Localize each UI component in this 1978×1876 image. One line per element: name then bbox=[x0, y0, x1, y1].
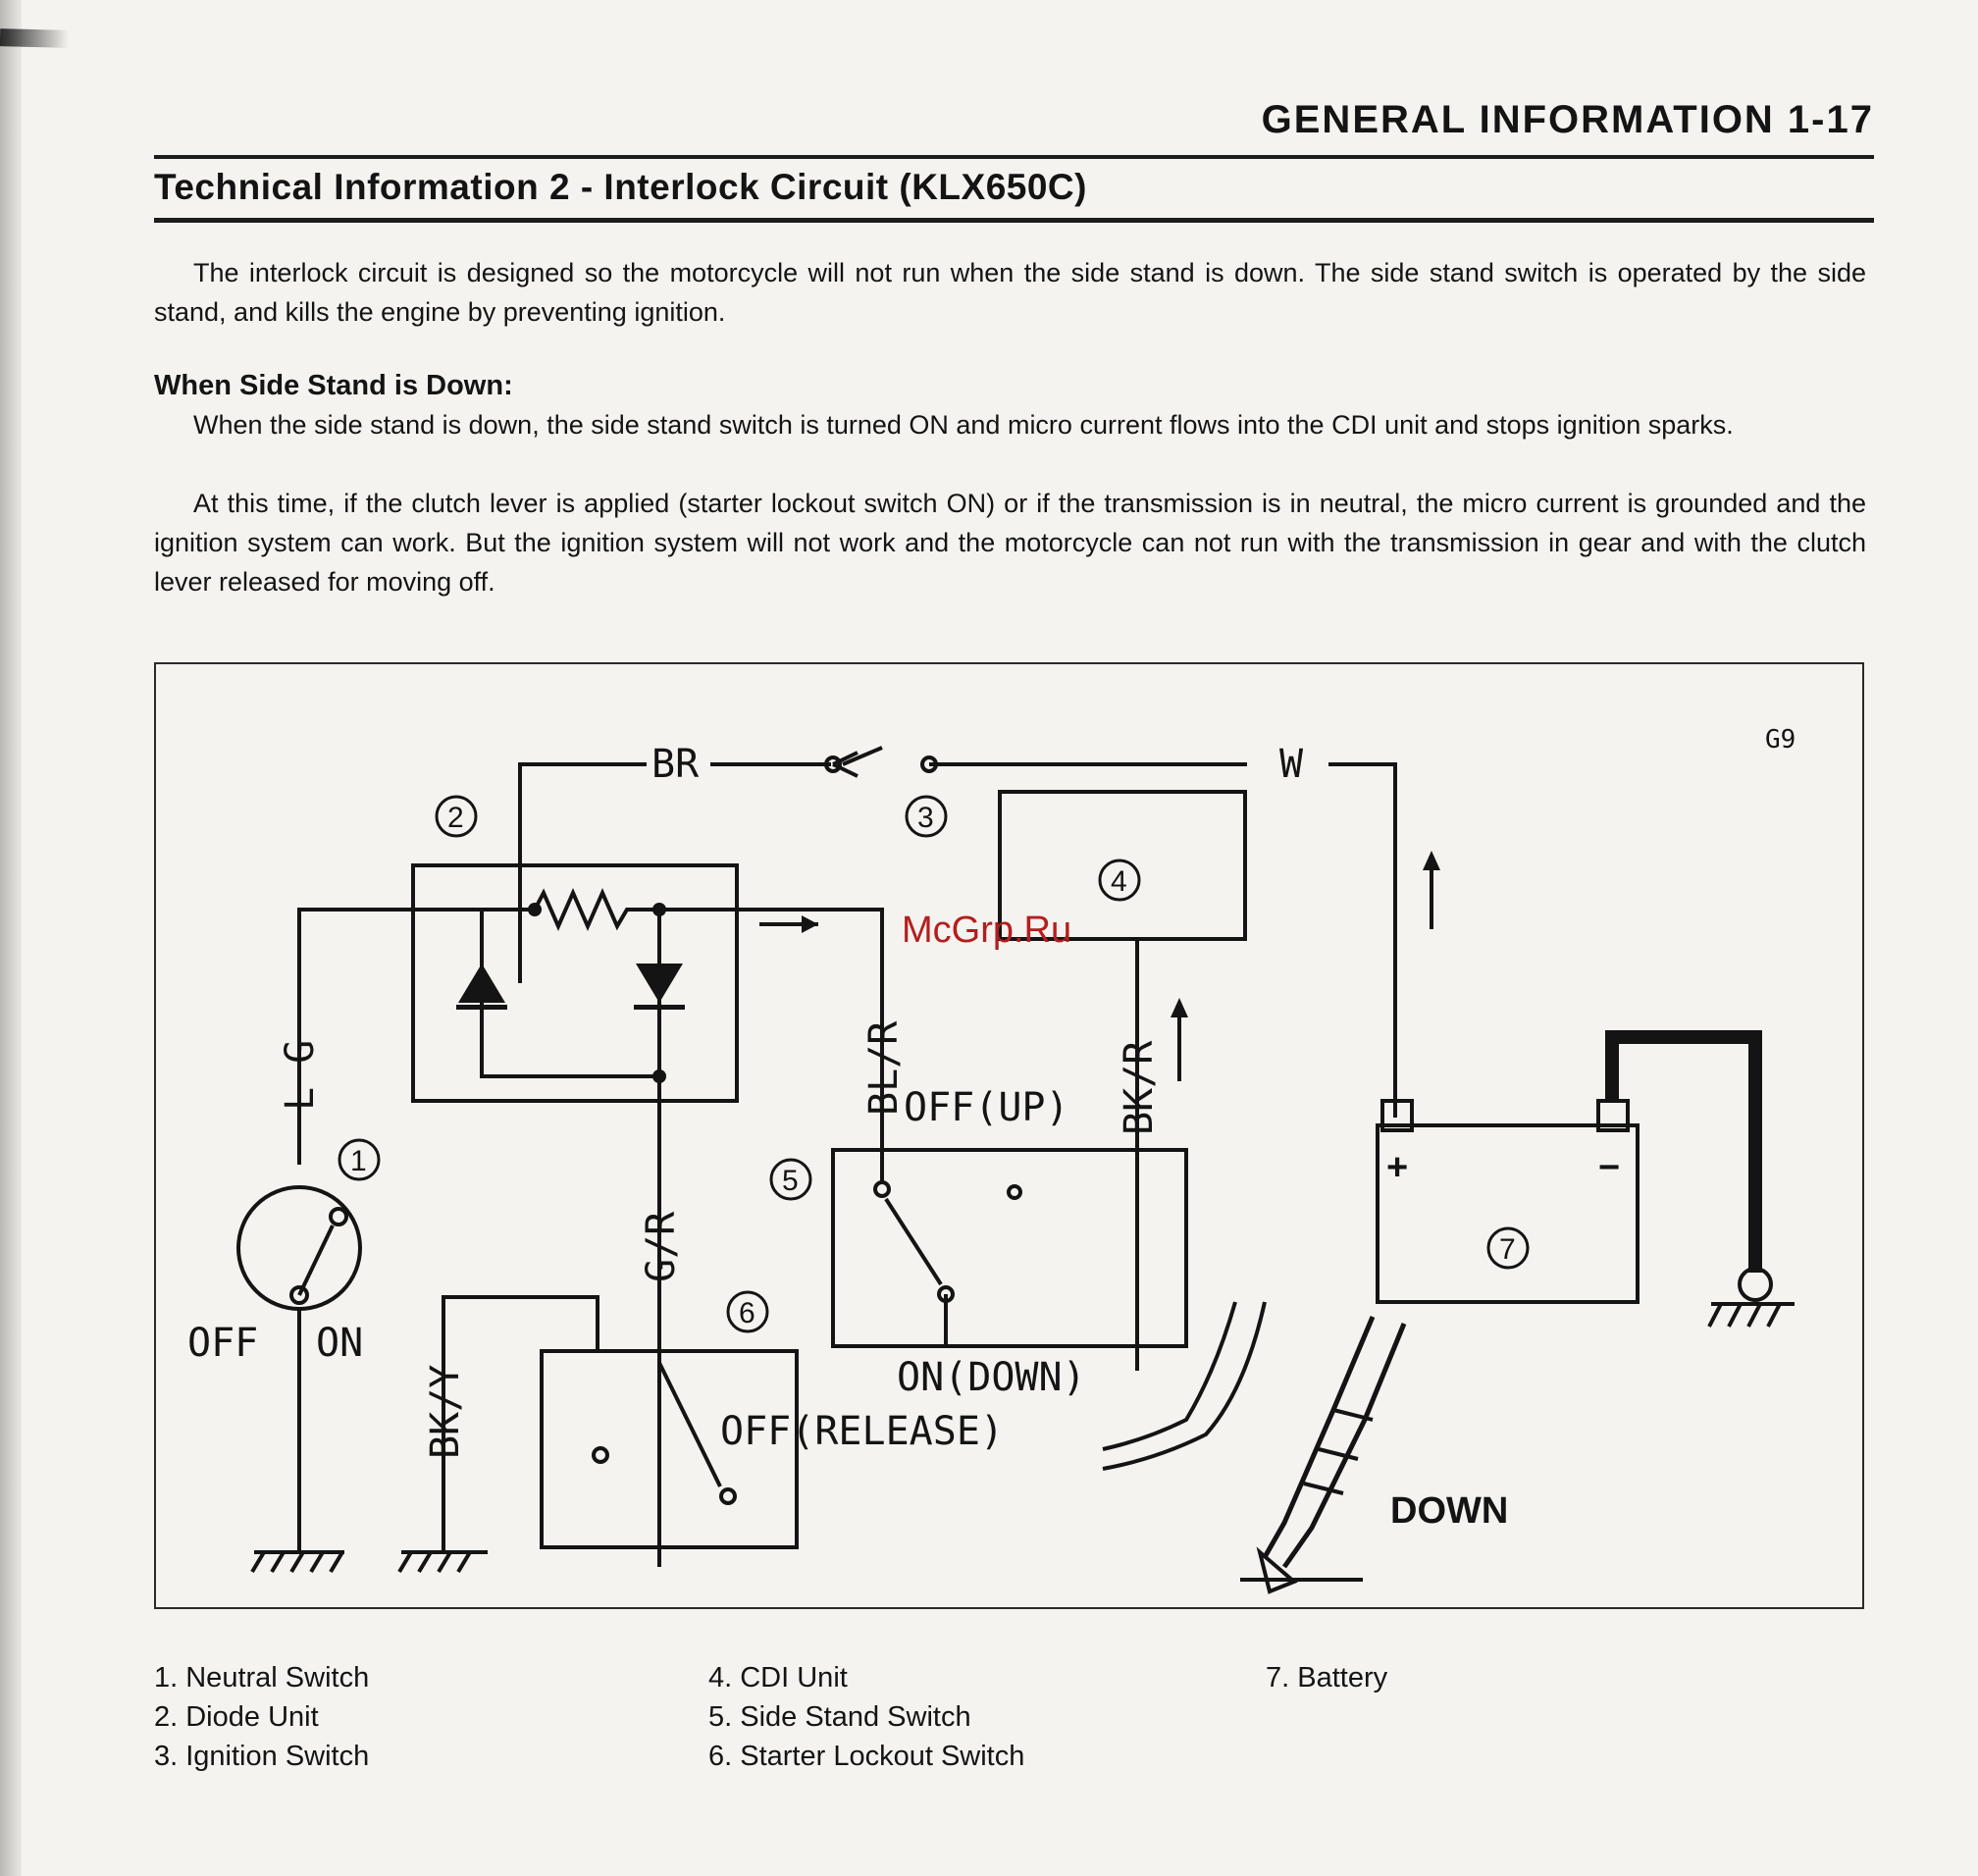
callout-circle-4 bbox=[1098, 859, 1141, 902]
header-rule bbox=[154, 155, 1874, 159]
legend-item-cdi-unit: 4. CDI Unit bbox=[708, 1662, 848, 1694]
side-stand-foot bbox=[1256, 1546, 1298, 1594]
interlock-circuit-diagram: BR W G9 L G BL/R BK/R G/R BK/Y OFF(UP) O… bbox=[154, 662, 1864, 1609]
side-stand-switch-box bbox=[831, 1148, 1188, 1348]
label-wire-gr: G/R bbox=[639, 1211, 684, 1282]
paragraph-clutch-neutral: At this time, if the clutch lever is app… bbox=[154, 489, 1866, 597]
starter-lockout-switch-box bbox=[540, 1349, 799, 1549]
junction-dot-1 bbox=[528, 903, 542, 916]
side-stand-contact-off bbox=[1007, 1184, 1022, 1200]
wire-bky bbox=[442, 1295, 599, 1552]
callout-circle-1 bbox=[338, 1138, 381, 1181]
label-wire-bkr: BK/R bbox=[1117, 1040, 1162, 1135]
label-wire-lg: L G bbox=[278, 1040, 323, 1111]
page-gutter-shadow bbox=[0, 0, 22, 1876]
legend-item-neutral-switch: 1. Neutral Switch bbox=[154, 1662, 370, 1694]
flow-arrow-up-bkr-head bbox=[1171, 998, 1188, 1017]
junction-dot-3 bbox=[652, 1069, 666, 1083]
page-header: GENERAL INFORMATION 1-17 bbox=[1261, 98, 1874, 141]
diode-right-bar bbox=[634, 1005, 685, 1010]
callout-circle-2 bbox=[435, 795, 478, 838]
ignition-switch-blade bbox=[842, 746, 883, 766]
label-wire-bky: BK/Y bbox=[423, 1365, 468, 1459]
ground-symbol-neutral bbox=[250, 1550, 344, 1574]
label-wire-w: W bbox=[1279, 742, 1304, 787]
flow-arrow-right-head bbox=[802, 915, 818, 933]
neutral-contact-bottom bbox=[289, 1285, 309, 1305]
callout-number-4: 4 bbox=[1111, 865, 1127, 898]
legend-item-ignition-switch: 3. Ignition Switch bbox=[154, 1741, 370, 1772]
callout-circle-3 bbox=[905, 795, 948, 838]
callout-number-3: 3 bbox=[917, 802, 934, 834]
wire-br-left bbox=[518, 762, 647, 983]
callout-circle-6 bbox=[726, 1290, 769, 1333]
cdi-unit-box bbox=[998, 790, 1247, 941]
callout-number-2: 2 bbox=[447, 802, 464, 834]
ground-symbol-battery bbox=[1707, 1302, 1795, 1328]
paragraph-side-stand-down: When the side stand is down, the side st… bbox=[193, 410, 1734, 440]
side-stand-spring bbox=[1303, 1408, 1374, 1495]
label-neutral-off: OFF bbox=[187, 1321, 258, 1366]
diagram-code: G9 bbox=[1765, 725, 1796, 755]
label-on-down: ON(DOWN) bbox=[897, 1355, 1086, 1400]
circuit-svg: BR W G9 L G BL/R BK/R G/R BK/Y OFF(UP) O… bbox=[187, 725, 1796, 1594]
callout-number-7: 7 bbox=[1499, 1233, 1516, 1266]
side-stand-leg-2 bbox=[1281, 1323, 1407, 1569]
legend-item-diode-unit: 2. Diode Unit bbox=[154, 1701, 319, 1733]
battery-ground-lug bbox=[1738, 1267, 1773, 1302]
diode-right-symbol bbox=[636, 964, 683, 1003]
battery-ground-cable bbox=[1605, 1030, 1762, 1273]
diode-left-wire bbox=[480, 910, 659, 1078]
flow-arrow-up-w-head bbox=[1423, 851, 1440, 870]
title-rule bbox=[154, 218, 1874, 223]
neutral-contact-top bbox=[329, 1207, 348, 1226]
lockout-contact-on bbox=[719, 1487, 737, 1505]
junction-dot-2 bbox=[652, 903, 666, 916]
battery-box bbox=[1376, 1123, 1640, 1304]
lockout-switch-blade bbox=[657, 1362, 722, 1487]
callout-number-1: 1 bbox=[350, 1145, 367, 1177]
lockout-contact-off bbox=[592, 1446, 609, 1464]
diode-unit-box bbox=[411, 863, 739, 1103]
binding-mark bbox=[0, 28, 70, 48]
side-stand-frame-curve-2 bbox=[1102, 1301, 1267, 1471]
wire-w-right bbox=[1328, 762, 1397, 1118]
ignition-contact-a bbox=[824, 756, 842, 773]
diode-left-bar bbox=[456, 1005, 507, 1010]
label-down: DOWN bbox=[1390, 1490, 1508, 1532]
legend-column-2: 4. CDI Unit 5. Side Stand Switch 6. Star… bbox=[708, 1658, 1024, 1776]
resistor bbox=[533, 888, 884, 1125]
label-neutral-on: ON bbox=[316, 1321, 363, 1366]
ignition-contact-b bbox=[920, 756, 938, 773]
watermark-text: McGrp.Ru bbox=[902, 910, 1071, 951]
side-stand-frame-curve-1 bbox=[1102, 1301, 1237, 1451]
label-off-release: OFF(RELEASE) bbox=[720, 1409, 1004, 1454]
battery-plus-sign: + bbox=[1386, 1147, 1408, 1188]
battery-terminal-plus bbox=[1380, 1099, 1414, 1132]
legend-column-1: 1. Neutral Switch 2. Diode Unit 3. Ignit… bbox=[154, 1658, 369, 1776]
legend-item-battery: 7. Battery bbox=[1266, 1662, 1388, 1694]
callout-circle-7 bbox=[1486, 1226, 1530, 1270]
callout-circle-5 bbox=[769, 1158, 812, 1201]
diode-left-symbol bbox=[458, 964, 505, 1003]
intro-paragraph: The interlock circuit is designed so the… bbox=[154, 258, 1866, 327]
legend-item-side-stand-switch: 5. Side Stand Switch bbox=[708, 1701, 971, 1733]
side-stand-leg-1 bbox=[1262, 1316, 1376, 1559]
subheading-side-stand-down: When Side Stand is Down: bbox=[154, 370, 513, 401]
battery-minus-sign: − bbox=[1598, 1147, 1620, 1188]
callout-number-6: 6 bbox=[739, 1297, 755, 1329]
label-off-up: OFF(UP) bbox=[904, 1085, 1069, 1130]
section-title: Technical Information 2 - Interlock Circ… bbox=[154, 167, 1087, 207]
legend-item-starter-lockout-switch: 6. Starter Lockout Switch bbox=[708, 1741, 1025, 1772]
label-wire-br: BR bbox=[651, 742, 700, 787]
label-wire-blr: BL/R bbox=[861, 1020, 907, 1116]
ignition-switch-arrow bbox=[832, 751, 859, 778]
callout-number-5: 5 bbox=[782, 1165, 799, 1197]
side-stand-contact-on bbox=[873, 1180, 891, 1198]
legend-column-3: 7. Battery bbox=[1266, 1658, 1387, 1697]
wire-lg bbox=[297, 908, 535, 1165]
side-stand-switch-blade bbox=[884, 1197, 943, 1286]
neutral-switch-blade bbox=[297, 1225, 335, 1296]
ground-symbol-lockout bbox=[397, 1550, 488, 1574]
